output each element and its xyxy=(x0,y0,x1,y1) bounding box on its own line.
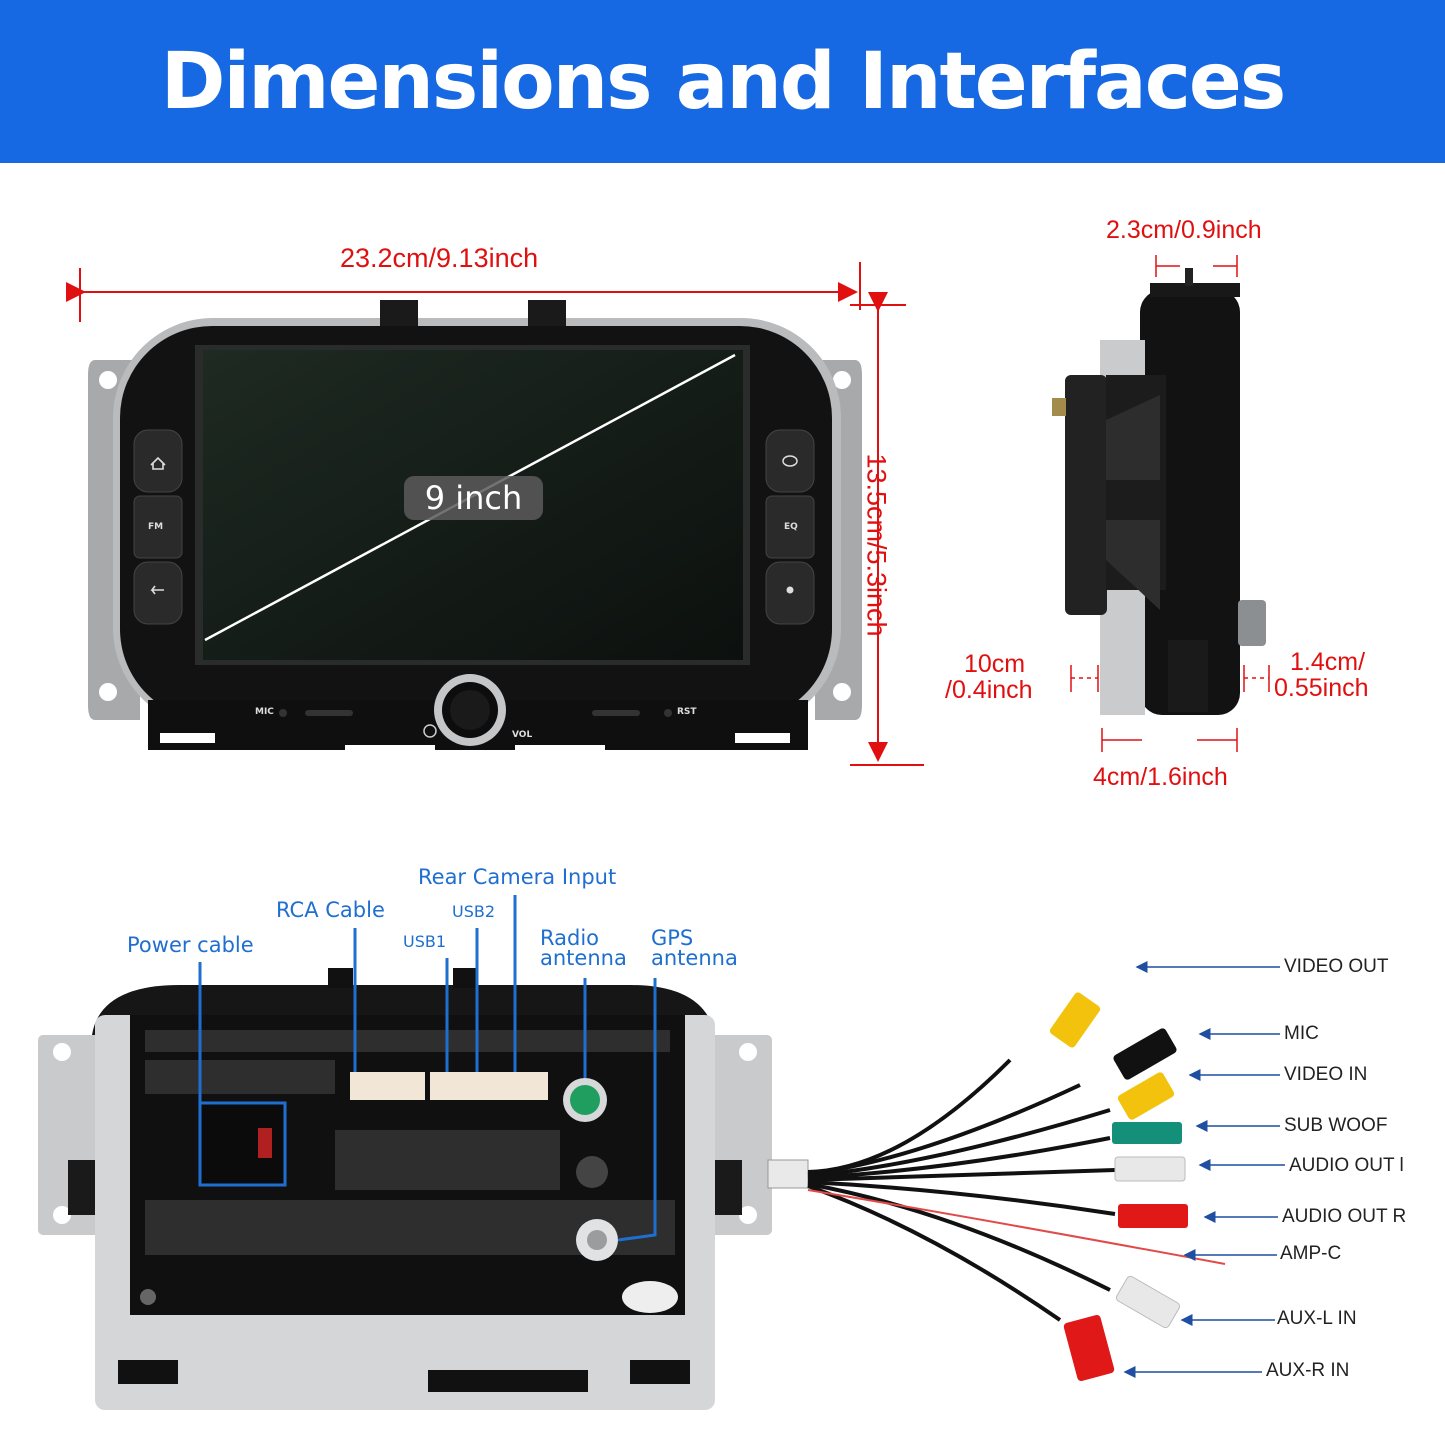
audio-out-r-label: AUDIO OUT R xyxy=(1282,1206,1407,1227)
mic-label: MIC xyxy=(255,707,274,717)
bottom-depth-dimension: 4cm/1.6inch xyxy=(1093,763,1228,791)
left-offset-dimension-inch: /0.4inch xyxy=(945,676,1033,704)
power-cable-label: Power cable xyxy=(127,933,254,957)
usb2-label: USB2 xyxy=(452,902,496,921)
gps-antenna-label: GPS xyxy=(651,926,694,950)
height-dimension: 13.5cm/5.3inch xyxy=(861,453,892,637)
top-depth-dimension: 2.3cm/0.9inch xyxy=(1106,216,1262,244)
vol-label: VOL xyxy=(512,730,533,740)
gps-antenna-label-2: antenna xyxy=(651,946,738,970)
left-offset-dimension: 10cm xyxy=(964,650,1026,678)
right-offset-dimension: 1.4cm/ xyxy=(1290,648,1366,676)
title-banner: Dimensions and Interfaces xyxy=(0,0,1445,163)
width-dimension: 23.2cm/9.13inch xyxy=(340,243,539,273)
rear-unit xyxy=(38,968,772,1410)
side-unit xyxy=(1052,268,1266,715)
right-offset-dimension-inch: 0.55inch xyxy=(1274,674,1369,702)
radio-antenna-label-2: antenna xyxy=(540,946,627,970)
cable-harness xyxy=(767,992,1226,1381)
audio-out-l-label: AUDIO OUT l xyxy=(1289,1155,1404,1176)
fm-button-label: FM xyxy=(148,522,164,532)
aux-l-in-label: AUX-L IN xyxy=(1277,1308,1357,1329)
sub-woof-label: SUB WOOF xyxy=(1284,1115,1388,1136)
rst-label: RST xyxy=(677,707,697,717)
usb1-label: USB1 xyxy=(403,932,447,951)
video-in-label: VIDEO IN xyxy=(1284,1064,1368,1085)
video-out-label: VIDEO OUT xyxy=(1284,956,1389,977)
page-title: Dimensions and Interfaces xyxy=(160,36,1287,127)
rear-camera-label: Rear Camera Input xyxy=(418,865,617,889)
front-unit xyxy=(88,300,862,753)
radio-antenna-label: Radio xyxy=(540,926,600,950)
amp-c-label: AMP-C xyxy=(1280,1243,1342,1264)
aux-r-in-label: AUX-R IN xyxy=(1266,1360,1350,1381)
eq-button-label: EQ xyxy=(784,522,798,532)
rca-cable-label: RCA Cable xyxy=(276,898,385,922)
mic-cable-label: MIC xyxy=(1284,1023,1319,1044)
screen-size-badge: 9 inch xyxy=(404,476,543,520)
